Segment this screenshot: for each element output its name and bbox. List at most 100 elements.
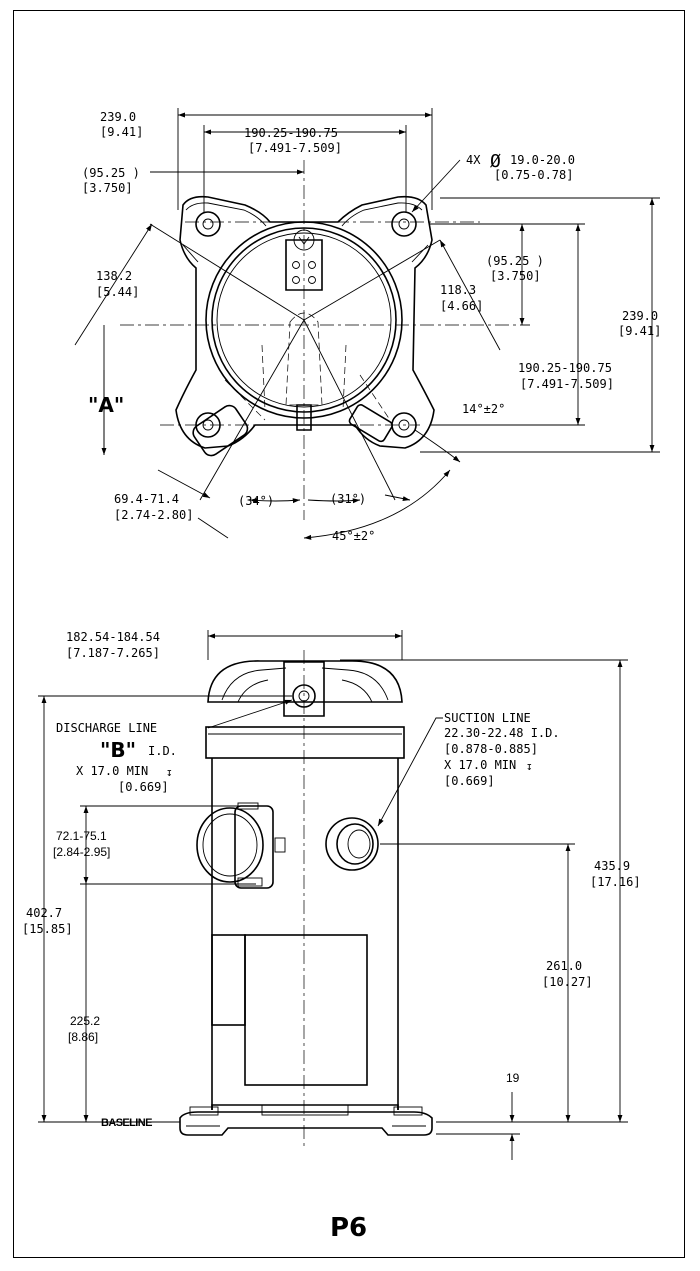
dim-text-69-in: [2.74-2.80] bbox=[114, 508, 193, 522]
dim-arc-45 bbox=[303, 469, 451, 540]
suction-id-in-label: [0.878-0.885] bbox=[444, 742, 538, 756]
plate-rib bbox=[185, 202, 267, 227]
dome-contour bbox=[321, 667, 389, 701]
suction-depth-label: X 17.0 MIN bbox=[444, 758, 516, 772]
discharge-id-label: I.D. bbox=[148, 744, 177, 758]
side-fitting-nut bbox=[274, 837, 286, 853]
depth-symbol: ↧ bbox=[166, 766, 173, 779]
terminal-mark bbox=[298, 236, 310, 245]
dim-text-hole-dia: 19.0-20.0 bbox=[510, 153, 575, 167]
discharge-boss bbox=[283, 661, 325, 717]
baseline-label: BASELINE bbox=[101, 1117, 152, 1129]
side-fitting-body bbox=[234, 805, 274, 889]
dim-text-402: 402.7 bbox=[26, 906, 62, 920]
dim-text-239h-in: [9.41] bbox=[100, 125, 143, 139]
dim-text-190v: 190.25-190.75 bbox=[518, 361, 612, 375]
discharge-port bbox=[292, 684, 316, 708]
angle-ray bbox=[199, 319, 305, 501]
depth-symbol: ↧ bbox=[526, 760, 533, 773]
dim-text-72: 72.1-75.1 bbox=[56, 829, 107, 843]
suction-fitting-plan bbox=[348, 404, 393, 443]
dome-contour bbox=[221, 667, 287, 701]
suction-id-label: 22.30-22.48 I.D. bbox=[444, 726, 560, 740]
mount-hole-tr bbox=[391, 211, 417, 237]
side-view: 182.54-184.54 [7.187-7.265] DISCHARGE LI… bbox=[22, 630, 641, 1160]
mount-hole-br bbox=[398, 419, 410, 431]
dim-text-14deg: 14°±2° bbox=[462, 402, 505, 416]
dim-text-34deg: (34°) bbox=[238, 494, 274, 508]
leader-discharge bbox=[207, 699, 293, 729]
suction-line-label: SUCTION LINE bbox=[444, 711, 531, 725]
label-plate bbox=[244, 934, 368, 1086]
shell-band bbox=[205, 726, 405, 759]
dim-text-190h: 190.25-190.75 bbox=[244, 126, 338, 140]
terminal-box bbox=[285, 239, 323, 291]
dim-text-402-in: [15.85] bbox=[22, 922, 73, 936]
dim-text-239v: 239.0 bbox=[622, 309, 658, 323]
base-plate bbox=[179, 1111, 433, 1136]
top-view: 239.0 [9.41] 190.25-190.75 [7.491-7.509]… bbox=[74, 108, 661, 543]
shell-outer bbox=[205, 221, 403, 419]
hidden-bearing bbox=[285, 312, 323, 406]
dim-text-95h: (95.25 ) bbox=[82, 166, 140, 180]
label-plate-small bbox=[211, 934, 246, 1026]
dim-text-shell-dia: 182.54-184.54 bbox=[66, 630, 160, 644]
dim-text-hole-dia-in: [0.75-0.78] bbox=[494, 168, 573, 182]
terminal-pin bbox=[292, 261, 300, 269]
suction-port-inner bbox=[347, 829, 371, 859]
suction-fitting bbox=[325, 817, 379, 871]
leader-hole bbox=[411, 159, 461, 213]
terminal-cap bbox=[293, 229, 315, 251]
side-fitting-cap-inner bbox=[202, 813, 258, 877]
suction-depth-in-label: [0.669] bbox=[444, 774, 495, 788]
dome-contour bbox=[237, 679, 269, 703]
angle-ray bbox=[303, 319, 396, 501]
dim-text-118: 118.3 bbox=[440, 283, 476, 297]
terminal-pin bbox=[292, 276, 300, 284]
shell-bottom bbox=[211, 1104, 399, 1110]
label-b: "B" bbox=[100, 738, 136, 762]
mount-hole-bl bbox=[195, 412, 221, 438]
hidden-line bbox=[359, 374, 391, 421]
radius-ray bbox=[149, 223, 305, 321]
dim-line-118 bbox=[439, 239, 501, 351]
dim-text-239h: 239.0 bbox=[100, 110, 136, 124]
dim-line-69 bbox=[157, 469, 211, 499]
foot-grommet bbox=[393, 1106, 423, 1116]
diameter-symbol: Ø bbox=[490, 151, 501, 172]
dim-text-95v: (95.25 ) bbox=[486, 254, 544, 268]
plate-rib bbox=[182, 244, 199, 263]
mount-hole-bl bbox=[202, 419, 214, 431]
dim-text-95h-in: [3.750] bbox=[82, 181, 133, 195]
dim-text-225: 225.2 bbox=[70, 1014, 100, 1028]
shell-weld bbox=[216, 232, 392, 408]
dim-text-190h-in: [7.491-7.509] bbox=[248, 141, 342, 155]
dim-arc-31-end bbox=[384, 494, 411, 502]
dim-arc-14 bbox=[414, 429, 461, 463]
dim-text-239v-in: [9.41] bbox=[618, 324, 661, 338]
dim-arc-34 bbox=[249, 498, 301, 504]
hidden-line bbox=[261, 344, 266, 411]
dim-text-138: 138.2 bbox=[96, 269, 132, 283]
dim-text-190v-in: [7.491-7.509] bbox=[520, 377, 614, 391]
radius-ray bbox=[303, 239, 441, 321]
leader-suction bbox=[377, 717, 443, 827]
terminal-pin bbox=[308, 276, 316, 284]
dim-text-138-in: [5.44] bbox=[96, 285, 139, 299]
dim-line-138 bbox=[74, 223, 153, 346]
dim-text-shell-dia-in: [7.187-7.265] bbox=[66, 646, 160, 660]
dim-text-261: 261.0 bbox=[546, 959, 582, 973]
mount-hole-tl bbox=[202, 218, 214, 230]
foot-grommet bbox=[189, 1106, 219, 1116]
base-center bbox=[261, 1104, 349, 1116]
discharge-depth-in-label: [0.669] bbox=[118, 780, 169, 794]
discharge-fitting-plan bbox=[192, 404, 249, 457]
dim-text-31deg: (31°) bbox=[330, 492, 366, 506]
dim-text-45deg: 45°±2° bbox=[332, 529, 375, 543]
plate-rib bbox=[411, 244, 429, 263]
dim-text-435: 435.9 bbox=[594, 859, 630, 873]
oil-fitting bbox=[296, 404, 312, 431]
suction-port bbox=[336, 823, 374, 865]
dim-text-69: 69.4-71.4 bbox=[114, 492, 179, 506]
